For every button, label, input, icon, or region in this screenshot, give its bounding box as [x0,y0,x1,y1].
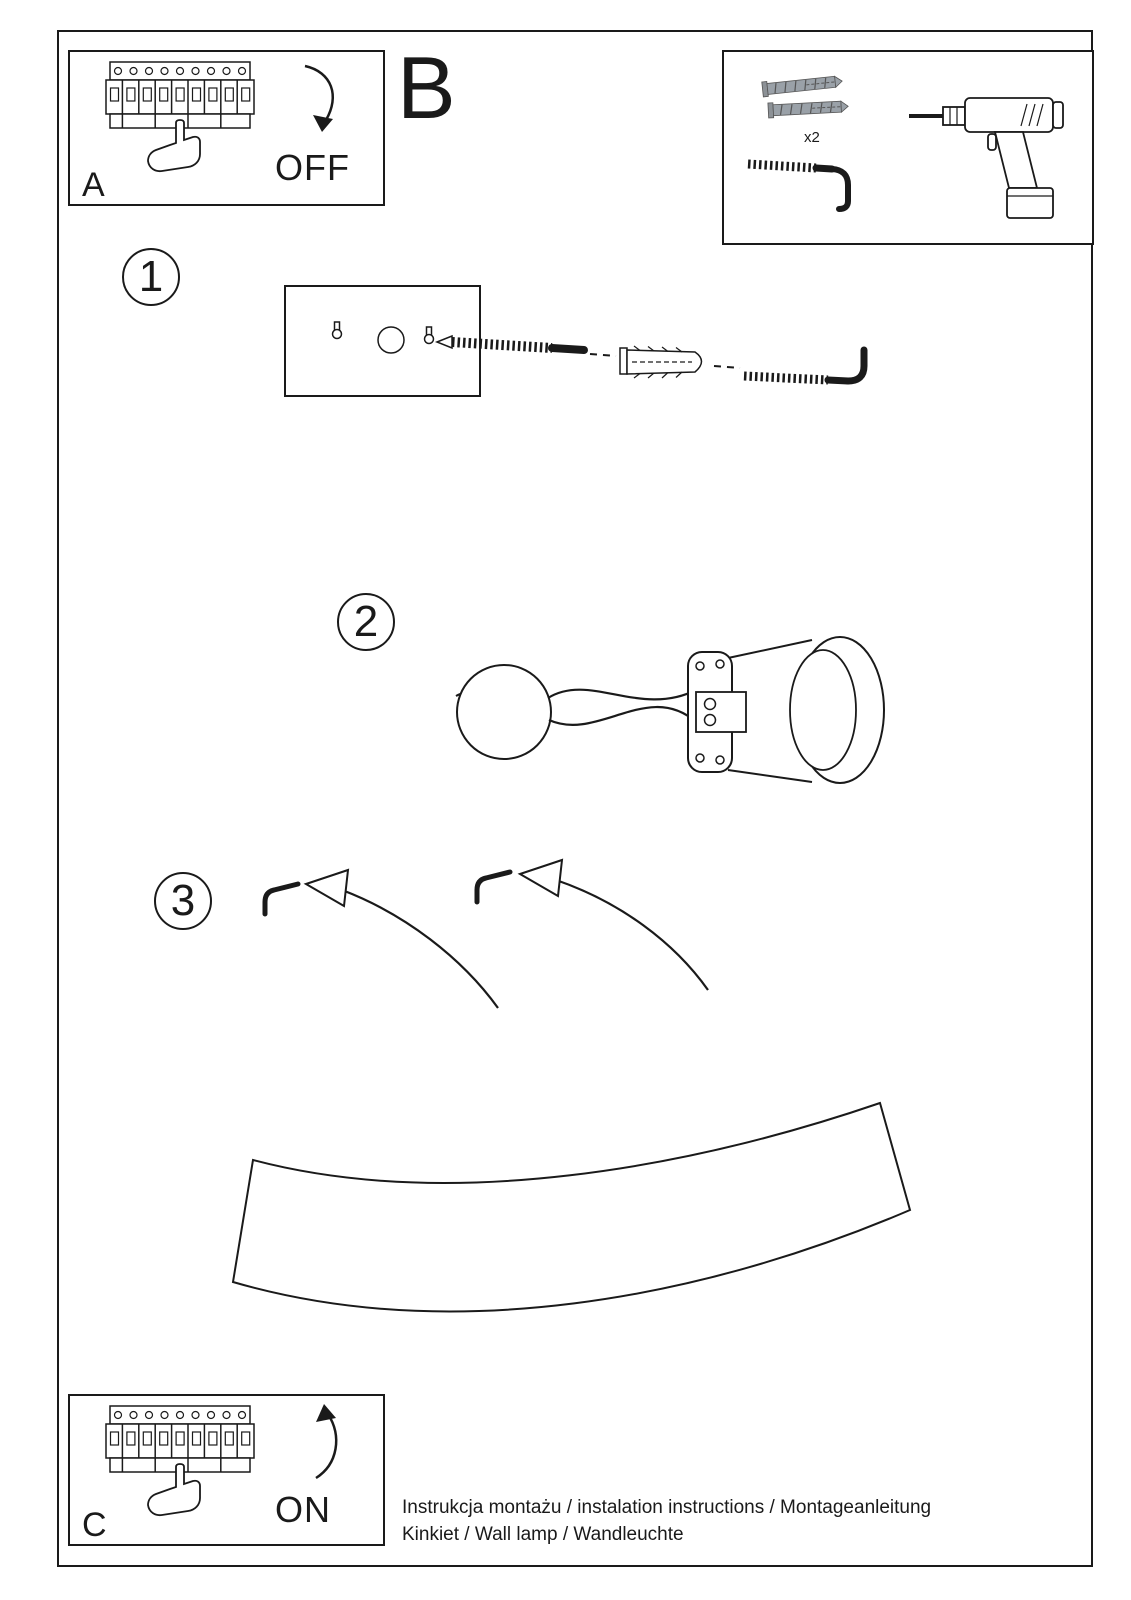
lampshade-shape [231,1101,912,1313]
parts-illustration [747,75,1064,219]
section-b-label: B [397,38,456,137]
curved-arrow-icon [517,858,709,991]
panel-c-box: ON C [68,1394,385,1546]
lampshade-illustration [231,1101,912,1313]
wall-plug-icon [767,100,849,119]
switch-off-label: OFF [275,147,350,188]
step-2-diagram [455,636,885,784]
step-3-diagram [262,858,709,1009]
parts-box: x2 [722,50,1094,245]
expansion-anchor-icon [619,345,703,379]
page-border [57,30,1093,1567]
pointing-hand-icon [147,1463,201,1517]
curved-arrow-up-icon [315,1404,338,1480]
pointing-hand-icon [147,119,201,173]
step-1-badge: 1 [122,248,180,306]
wall-plug-icon [761,75,843,98]
wires-icon [547,688,697,726]
curved-arrow-icon [303,868,499,1009]
step-3-number: 3 [170,876,196,925]
switch-on-label: ON [275,1489,331,1530]
breaker-panel-icon [105,61,255,129]
dash-connector [713,365,741,369]
step-3-badge: 3 [154,872,212,930]
hook-icon [474,869,513,905]
curved-arrow-down-icon [304,64,335,132]
drill-icon [909,97,1064,219]
panel-c-label: C [82,1506,107,1544]
breaker-panel-icon [105,1405,255,1473]
plug-quantity-label: x2 [804,129,820,146]
footer-product-line: Kinkiet / Wall lamp / Wandleuchte [402,1524,684,1545]
cable-ball-icon [455,664,552,760]
panel-a-box: OFF A [68,50,385,206]
footer-title-line: Instrukcja montażu / instalation instruc… [402,1497,932,1518]
step-1-number: 1 [138,252,164,301]
panel-a-label: A [82,166,105,204]
hook-screw-icon [747,159,851,212]
hook-icon [262,881,301,917]
lamp-socket-icon [687,636,885,784]
step-2-badge: 2 [337,593,395,651]
step-1-diagram [284,285,868,397]
breaker-off-illustration [105,61,335,173]
step-2-number: 2 [353,597,379,646]
screw-icon [434,334,588,354]
hook-screw-icon [743,346,868,385]
breaker-on-illustration [105,1404,338,1517]
dash-connector [589,353,617,357]
